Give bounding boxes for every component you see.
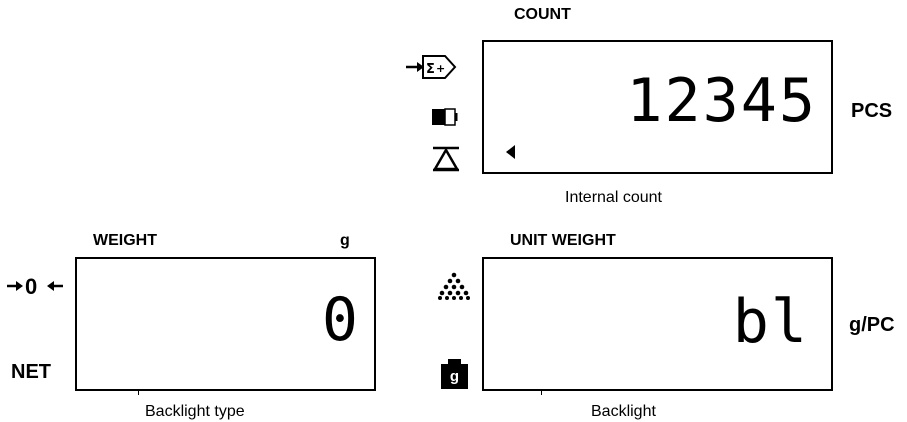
net-label: NET (11, 361, 51, 383)
weight-icon: g (441, 359, 468, 389)
weight-caption: Backlight type (145, 403, 245, 420)
battery-icon (432, 107, 458, 127)
count-unit: PCS (851, 100, 893, 122)
svg-text:Σ: Σ (426, 62, 435, 77)
svg-text:+: + (436, 62, 445, 75)
count-caption: Internal count (565, 189, 662, 206)
dots-pyramid-icon (438, 272, 470, 300)
unit-weight-caption: Backlight (591, 403, 656, 420)
weight-value: 0 (321, 285, 360, 355)
weight-title: WEIGHT (93, 232, 157, 249)
weight-caption-tick (138, 390, 139, 395)
sigma-plus-icon: Σ + (405, 52, 457, 82)
stable-triangle-icon (432, 146, 460, 172)
weight-icon-label: g (449, 368, 460, 385)
unit-weight-display: bl (482, 257, 833, 391)
count-display: 12345 (482, 40, 833, 174)
weight-unit: g (340, 232, 350, 249)
count-title: COUNT (514, 6, 571, 23)
svg-text:0: 0 (25, 274, 37, 299)
weight-display: 0 (75, 257, 376, 391)
count-value: 12345 (626, 66, 817, 136)
zero-indicator-icon: 0 (7, 274, 63, 299)
left-arrow-indicator-icon (506, 145, 516, 159)
unit-weight-title: UNIT WEIGHT (510, 232, 616, 249)
unit-weight-value: bl (732, 287, 809, 357)
unit-weight-unit: g/PC (849, 314, 895, 336)
unit-weight-caption-tick (541, 390, 542, 395)
